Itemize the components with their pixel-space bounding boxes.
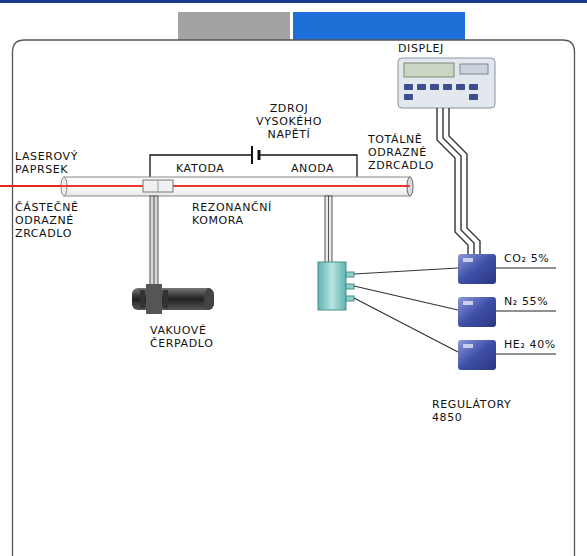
partial-mirror-label: ČÁSTEČNĚ ODRAZNÉ ZRCADLO — [15, 201, 79, 240]
cathode-label: KATODA — [176, 162, 224, 175]
pump-label: VAKUOVÉ ČERPADLO — [150, 324, 213, 350]
anode-label: ANODA — [291, 162, 334, 175]
display-label: DISPLEJ — [398, 42, 444, 55]
gas-label: CO₂ 5% — [504, 252, 549, 265]
chamber-label: REZONANČNÍ KOMORA — [192, 201, 272, 227]
gas-label: N₂ 55% — [504, 295, 548, 308]
gas-label: HE₂ 40% — [504, 338, 556, 351]
regulators-label: REGULÁTORY 4850 — [432, 398, 511, 424]
total-mirror-label: TOTÁLNĚ ODRAZNÉ ZDRCADLO — [368, 133, 434, 172]
power-source-label: ZDROJ VYSOKÉHO NAPĚTÍ — [256, 102, 322, 141]
beam-label: LASEROVÝ PAPRSEK — [15, 150, 78, 176]
